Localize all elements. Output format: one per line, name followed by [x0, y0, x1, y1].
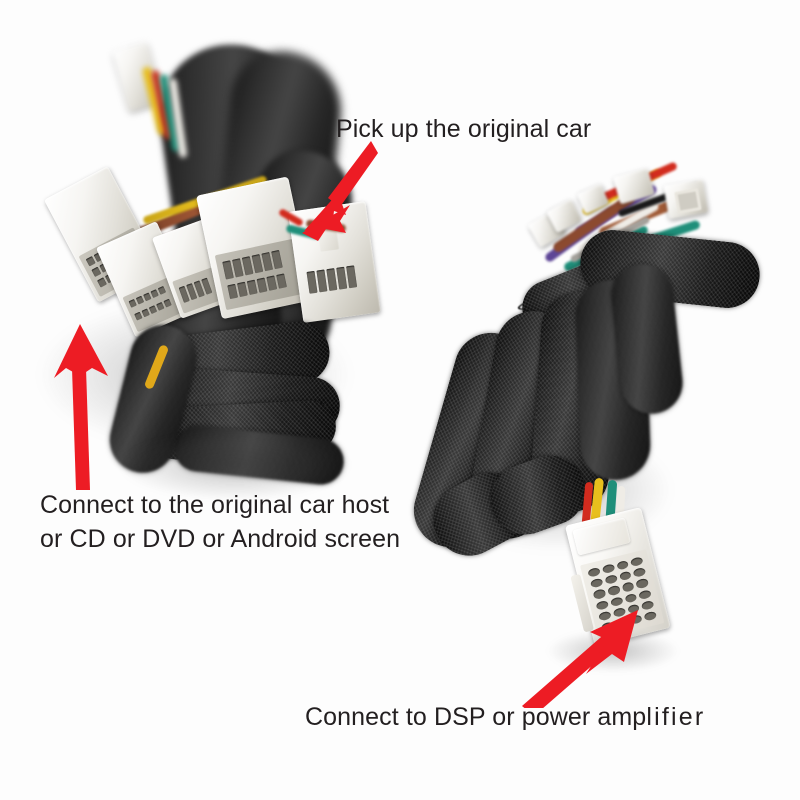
left-harness-group — [0, 0, 420, 500]
arrow-up-icon — [54, 324, 108, 490]
callout-host-text: Connect to the original car host or CD o… — [40, 489, 400, 556]
left-coil-shadow — [120, 430, 350, 500]
callout-dsp-main: Connect to DSP or power amp — [305, 703, 647, 731]
right-harness-group — [405, 160, 800, 680]
callout-host-line1: Connect to the original car host — [40, 491, 390, 519]
callout-dsp-text: Connect to DSP or power amplifier — [305, 701, 705, 735]
connector-r-small-4-window — [674, 188, 702, 214]
arrow-down-left-icon — [302, 141, 378, 241]
callout-pickup-text: Pick up the original car — [336, 115, 592, 143]
callout-dsp-tail: lifier — [646, 703, 706, 731]
arrow-up-right-icon — [522, 610, 638, 708]
callout-host-line2: or CD or DVD or Android screen — [40, 524, 401, 553]
